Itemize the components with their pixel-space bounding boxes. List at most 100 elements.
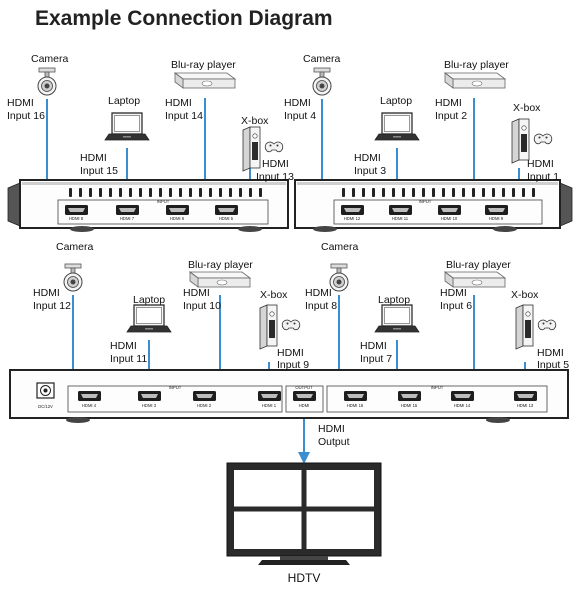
xbox-label: X-box	[513, 102, 541, 114]
hdmi-label: HDMI	[318, 423, 345, 435]
bluray-label: Blu-ray player	[446, 259, 511, 271]
port-label: HDMI 7	[120, 216, 135, 221]
port-label: HDMI 4	[82, 403, 97, 408]
camera-icon	[312, 67, 332, 96]
hdmi-label: HDMI	[435, 97, 462, 109]
camera-label: Camera	[56, 241, 94, 253]
hdmi-label: HDMI	[440, 287, 467, 299]
laptop-icon	[374, 304, 420, 333]
hdmi-label: HDMI	[537, 347, 564, 359]
laptop-label: Laptop	[380, 95, 412, 107]
input-panel-label: INPUT	[157, 199, 170, 204]
xbox-label: X-box	[511, 289, 539, 301]
port-label: HDMI 1	[262, 403, 277, 408]
hdmi-label: HDMI	[360, 340, 387, 352]
port-label: HDMI 9	[489, 216, 504, 221]
hdmi-port	[514, 391, 537, 401]
bluray-player-icon	[174, 72, 236, 89]
hdmi-port	[438, 205, 461, 215]
input-label: Input 16	[7, 110, 45, 122]
vent-row	[342, 188, 535, 197]
input-panel-label: INPUT	[169, 385, 182, 390]
laptop-icon	[374, 112, 420, 141]
port-label: HDMI 10	[441, 216, 458, 221]
input-panel-label: INPUT	[419, 199, 432, 204]
port-label: HDMI 3	[142, 403, 157, 408]
hdmi-label: HDMI	[262, 158, 289, 170]
hdtv-icon	[226, 462, 382, 565]
port-label: HDMI 13	[517, 403, 534, 408]
input-label: Input 7	[360, 353, 392, 365]
input-label: Input 9	[277, 359, 309, 371]
port-label: HDMI 16	[347, 403, 364, 408]
diagram-title: Example Connection Diagram	[35, 7, 333, 30]
top-left-switcher: INPUT HDMI 8 HDMI 7 HDMI 6 HDMI 5	[7, 179, 289, 232]
hdmi-label: HDMI	[305, 287, 332, 299]
port-label: HDMI 5	[219, 216, 234, 221]
hdmi-label: HDMI	[284, 97, 311, 109]
camera-icon	[329, 263, 349, 292]
hdmi-output-port	[293, 391, 316, 401]
camera-label: Camera	[303, 53, 341, 65]
input-label: Input 15	[80, 165, 118, 177]
bluray-label: Blu-ray player	[444, 59, 509, 71]
camera-icon	[63, 263, 83, 292]
input-label: Input 3	[354, 165, 386, 177]
hdmi-port	[341, 205, 364, 215]
hdmi-port	[398, 391, 421, 401]
hdmi-port	[166, 205, 189, 215]
hdmi-port	[116, 205, 139, 215]
hdmi-label: HDMI	[277, 347, 304, 359]
hdtv-label: HDTV	[288, 571, 321, 585]
hdmi-port	[193, 391, 216, 401]
input-label: Input 1	[527, 171, 559, 183]
output-label: Output	[318, 436, 350, 448]
laptop-label: Laptop	[108, 95, 140, 107]
hdmi-label: HDMI	[110, 340, 137, 352]
hdmi-port	[65, 205, 88, 215]
hdmi-port	[258, 391, 281, 401]
vent-row	[69, 188, 262, 197]
input-label: Input 11	[110, 353, 147, 365]
laptop-label: Laptop	[133, 294, 165, 306]
input-label: Input 8	[305, 300, 337, 312]
output-panel-label: OUTPUT	[295, 385, 313, 390]
hdmi-port	[485, 205, 508, 215]
xbox-label: X-box	[241, 115, 269, 127]
hdmi-label: HDMI	[80, 152, 107, 164]
top-right-switcher: INPUT HDMI 12 HDMI 11 HDMI 10 HDMI 9	[294, 179, 573, 232]
camera-label: Camera	[321, 241, 359, 253]
hdmi-label: HDMI	[527, 158, 554, 170]
bluray-player-icon	[444, 72, 506, 89]
port-label: HDMI 15	[401, 403, 418, 408]
hdmi-port	[389, 205, 412, 215]
hdmi-label: HDMI	[7, 97, 34, 109]
top-left-devices: Camera HDMI Input 16 Laptop HDMI Input 1…	[7, 53, 294, 183]
xbox-label: X-box	[260, 289, 288, 301]
bluray-player-icon	[444, 271, 506, 288]
hdmi-label: HDMI	[165, 97, 192, 109]
hdmi-label: HDMI	[33, 287, 60, 299]
input-label: Input 12	[33, 300, 71, 312]
input-label: Input 5	[537, 359, 569, 371]
laptop-label: Laptop	[378, 294, 410, 306]
bottom-right-devices: Camera HDMI Input 8 Laptop HDMI Input 7 …	[305, 241, 569, 371]
xbox-icon	[515, 304, 557, 350]
hdmi-port	[215, 205, 238, 215]
port-label: HDMI	[299, 403, 310, 408]
bottom-left-devices: Camera HDMI Input 12 Laptop HDMI Input 1…	[33, 241, 309, 371]
dc-power-label: DC/12V	[38, 404, 53, 409]
camera-label: Camera	[31, 53, 69, 65]
input-label: Input 10	[183, 300, 221, 312]
port-label: HDMI 6	[170, 216, 185, 221]
hdmi-label: HDMI	[183, 287, 210, 299]
port-label: HDMI 12	[344, 216, 361, 221]
hdmi-label: HDMI	[354, 152, 381, 164]
port-label: HDMI 8	[69, 216, 84, 221]
top-right-devices: Camera HDMI Input 4 Laptop HDMI Input 3 …	[284, 53, 559, 183]
port-label: HDMI 11	[392, 216, 409, 221]
port-label: HDMI 2	[197, 403, 212, 408]
input-label: Input 4	[284, 110, 316, 122]
hdmi-port	[451, 391, 474, 401]
